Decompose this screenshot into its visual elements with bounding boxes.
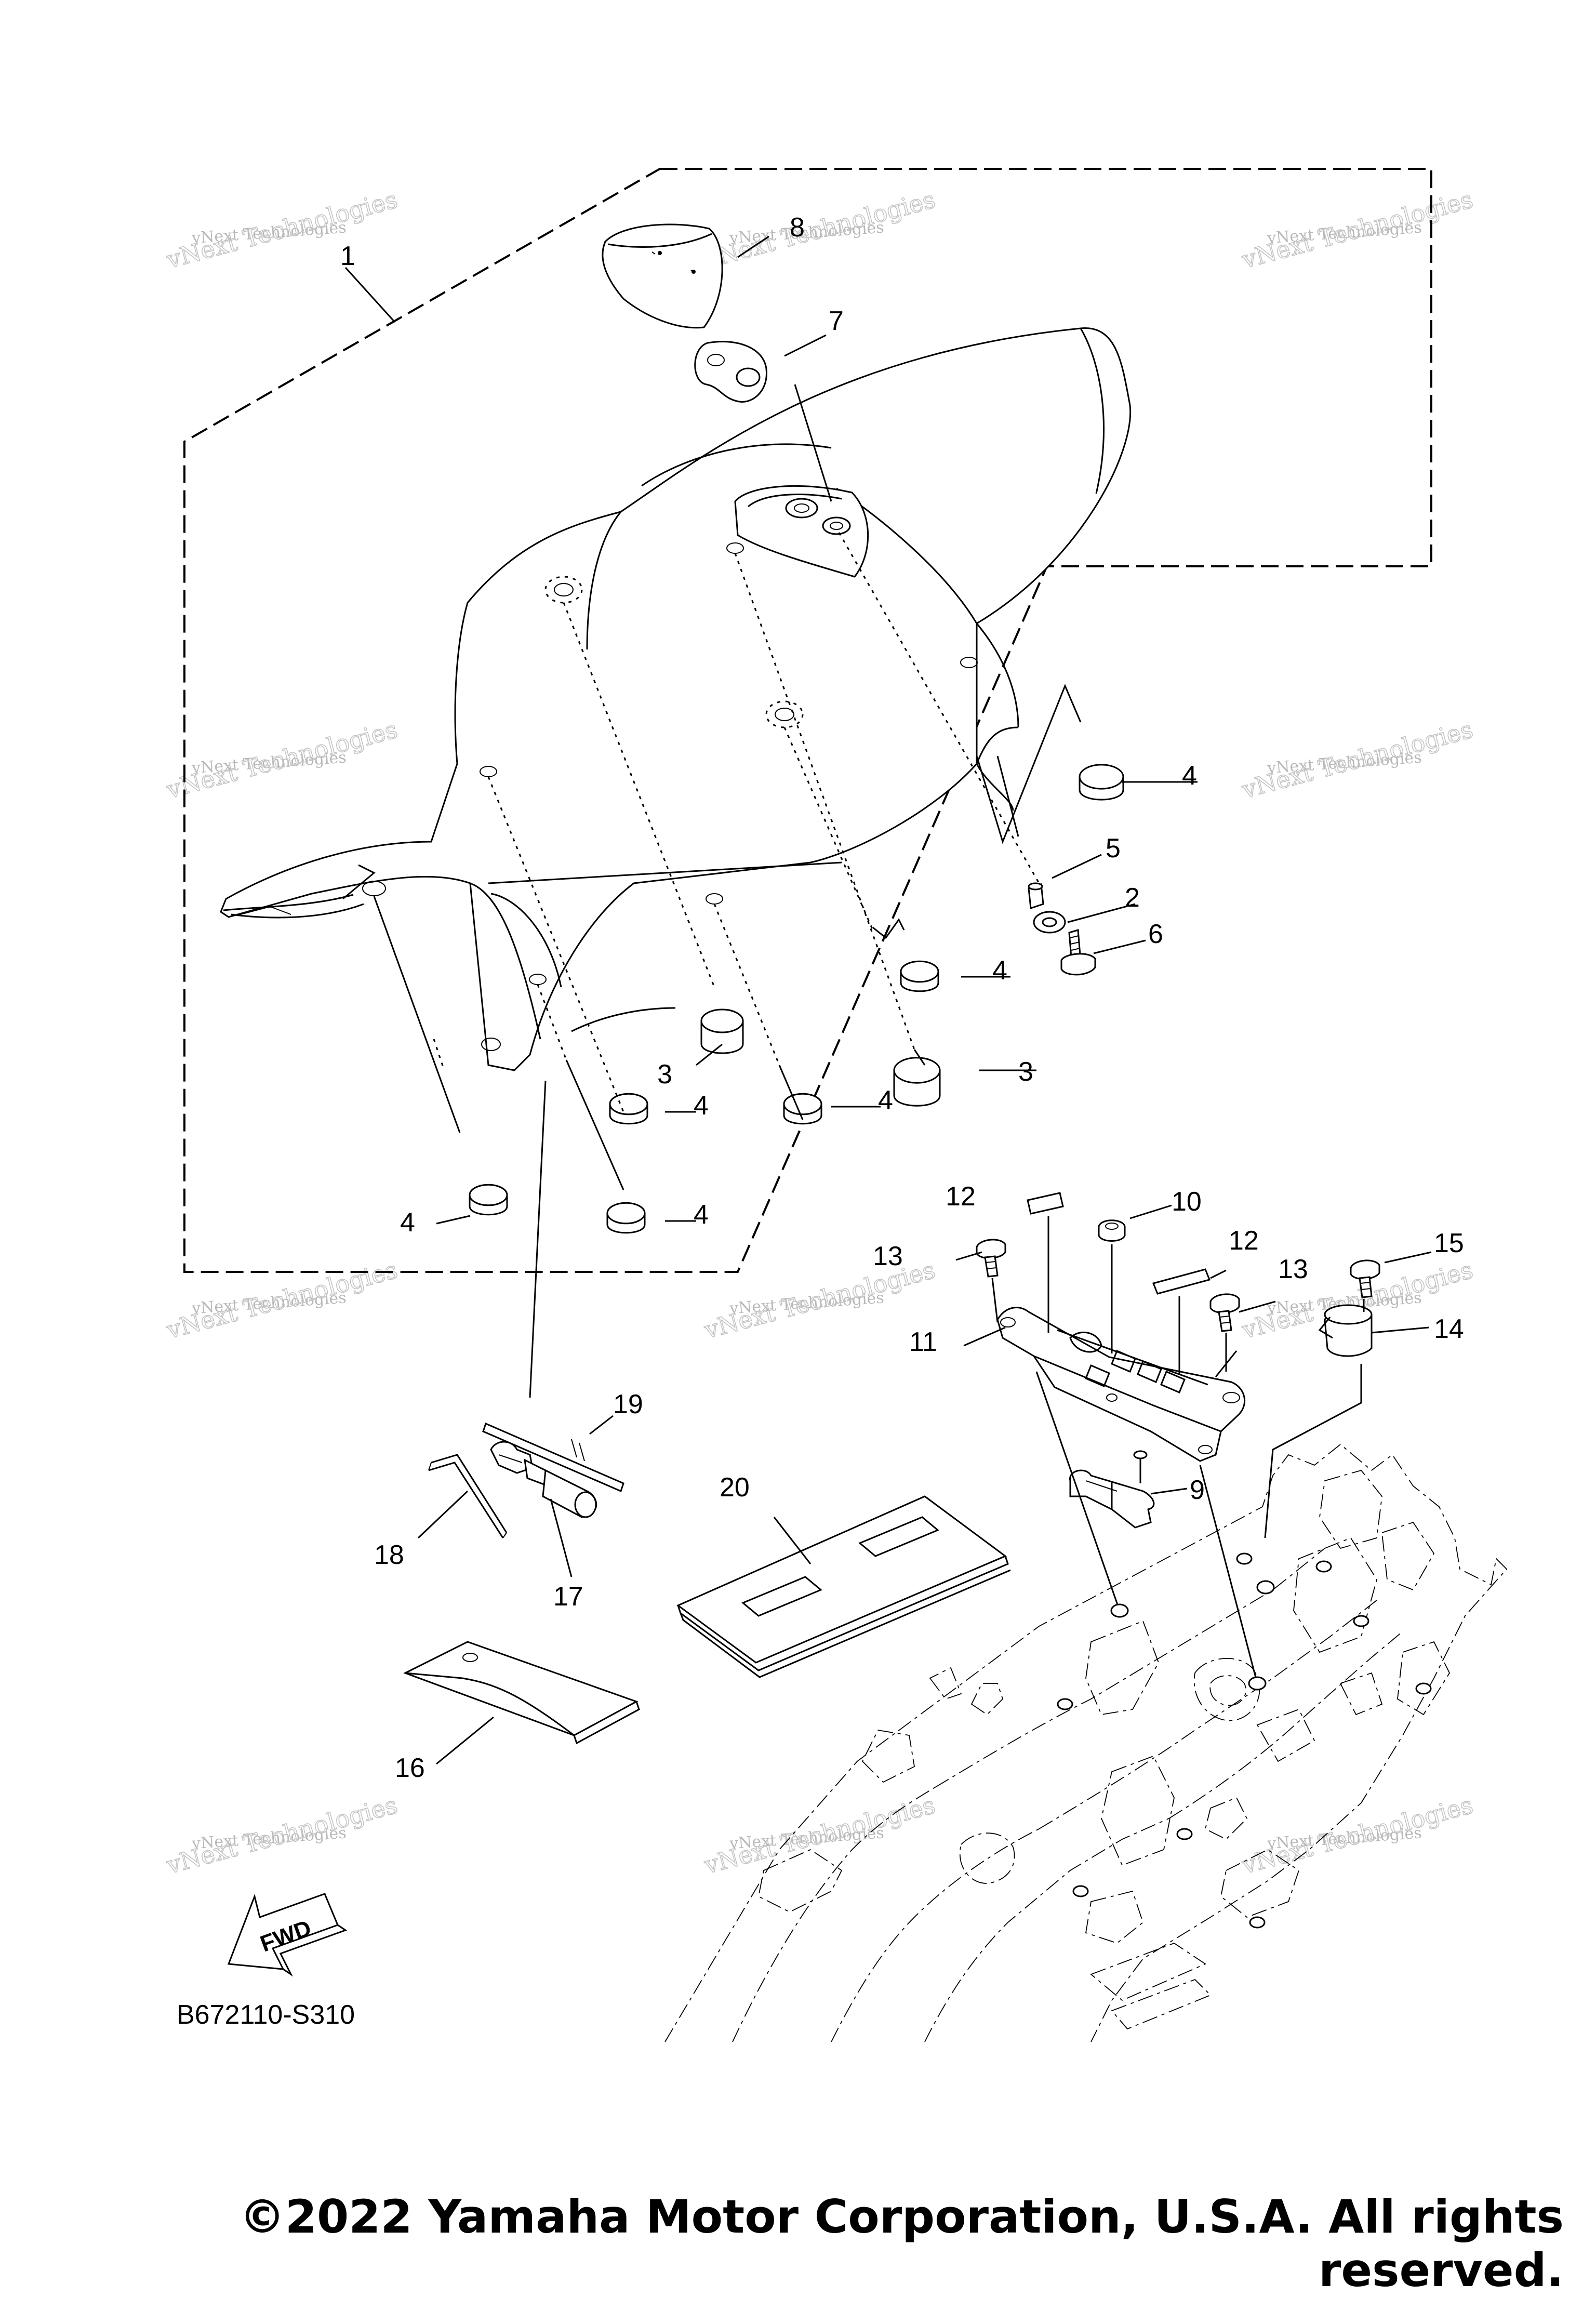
callout-6: 6 xyxy=(1148,919,1163,949)
callout-4: 4 xyxy=(400,1207,415,1238)
callout-12: 12 xyxy=(1229,1226,1259,1256)
callout-12: 12 xyxy=(946,1181,976,1212)
seat xyxy=(220,327,1132,1071)
assembly-lines xyxy=(373,384,1082,1398)
callout-16: 16 xyxy=(395,1753,425,1783)
tool-kit xyxy=(403,1422,1011,1745)
callout-11: 11 xyxy=(909,1327,937,1357)
callout-5: 5 xyxy=(1106,833,1121,864)
damper xyxy=(606,1202,646,1234)
callout-4: 4 xyxy=(694,1200,709,1230)
bumper xyxy=(893,1057,941,1107)
seat-pad-seal xyxy=(694,340,767,403)
callout-7: 7 xyxy=(829,306,844,336)
callout-3: 3 xyxy=(657,1059,672,1090)
callout-13: 13 xyxy=(873,1241,903,1271)
callout-13: 13 xyxy=(1278,1254,1308,1284)
callout-4: 4 xyxy=(1182,761,1197,791)
callout-1: 1 xyxy=(340,241,355,271)
damper xyxy=(1079,764,1124,801)
bolt-6 xyxy=(1060,929,1096,976)
callout-14: 14 xyxy=(1434,1314,1464,1344)
damper xyxy=(609,1093,648,1125)
callout-3: 3 xyxy=(1018,1057,1033,1087)
damper xyxy=(469,1184,508,1216)
callouts: 1 2 3 3 4 4 4 4 4 4 4 5 6 7 8 9 10 11 12… xyxy=(340,213,1464,1783)
callout-17: 17 xyxy=(553,1582,583,1612)
bracket-hardware xyxy=(976,1192,1380,1684)
washer xyxy=(1033,911,1066,934)
callout-8: 8 xyxy=(790,213,805,243)
callout-20: 20 xyxy=(720,1472,750,1503)
leader-lines xyxy=(344,235,1432,1765)
collar xyxy=(1028,882,1044,910)
forward-arrow: FWD xyxy=(227,1893,348,1977)
callout-4: 4 xyxy=(878,1085,893,1116)
diagram-code: B672110-S310 xyxy=(177,2000,355,2030)
callout-9: 9 xyxy=(1190,1475,1205,1505)
callout-15: 15 xyxy=(1434,1228,1464,1258)
assembly-boundary xyxy=(183,168,1432,1273)
damper xyxy=(900,960,939,992)
frame xyxy=(664,1443,1508,2042)
lock-bracket xyxy=(996,1307,1246,1462)
callout-4: 4 xyxy=(694,1091,709,1121)
callout-19: 19 xyxy=(613,1389,643,1419)
copyright-notice: ©2022 Yamaha Motor Corporation, U.S.A. A… xyxy=(239,2190,1564,2297)
callout-4: 4 xyxy=(992,955,1007,986)
callout-18: 18 xyxy=(374,1540,404,1570)
bumper xyxy=(700,1008,744,1054)
callout-2: 2 xyxy=(1125,883,1140,913)
seat-pad xyxy=(602,223,723,329)
callout-10: 10 xyxy=(1172,1187,1202,1217)
